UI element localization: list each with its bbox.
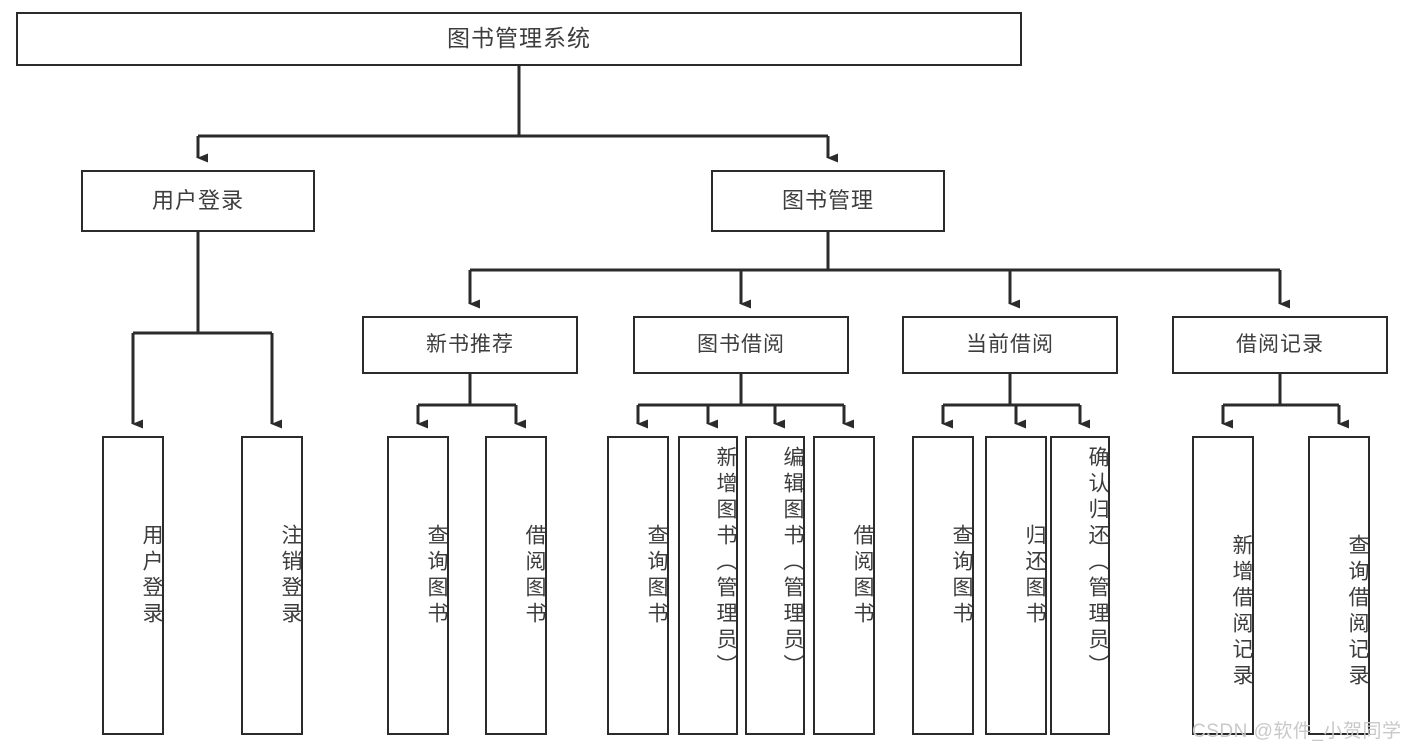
- leaf-node-leaf-user-logout[interactable]: 注销登录: [241, 436, 303, 735]
- node-label: 查询借阅记录: [1346, 534, 1369, 690]
- leaf-node-leaf-confirm-return[interactable]: 确认归还（管理员）: [1050, 436, 1110, 735]
- leaf-node-leaf-add-record[interactable]: 新增借阅记录: [1192, 436, 1254, 735]
- node-label: 新书推荐: [426, 332, 514, 356]
- node-label: 新增图书（管理员）: [714, 446, 737, 680]
- node-borrow-record[interactable]: 借阅记录: [1172, 316, 1388, 374]
- node-current-borrow[interactable]: 当前借阅: [902, 316, 1118, 374]
- node-root[interactable]: 图书管理系统: [16, 12, 1022, 66]
- node-label: 借阅图书: [851, 524, 874, 628]
- leaf-node-leaf-query-record[interactable]: 查询借阅记录: [1308, 436, 1370, 735]
- node-label: 用户登录: [140, 524, 163, 628]
- leaf-node-leaf-user-login[interactable]: 用户登录: [102, 436, 164, 735]
- leaf-node-leaf-add-book[interactable]: 新增图书（管理员）: [678, 436, 738, 735]
- leaf-node-leaf-query-book-1[interactable]: 查询图书: [387, 436, 449, 735]
- node-label: 借阅图书: [523, 524, 546, 628]
- leaf-node-leaf-return-book[interactable]: 归还图书: [985, 436, 1047, 735]
- node-label: 查询图书: [425, 524, 448, 628]
- leaf-node-leaf-borrow-book-1[interactable]: 借阅图书: [485, 436, 547, 735]
- node-label: 查询图书: [950, 524, 973, 628]
- leaf-node-leaf-edit-book[interactable]: 编辑图书（管理员）: [745, 436, 805, 735]
- node-label: 用户登录: [151, 188, 244, 214]
- node-label: 图书借阅: [697, 332, 785, 356]
- node-label: 当前借阅: [966, 332, 1054, 356]
- node-label: 查询图书: [645, 524, 668, 628]
- node-label: 编辑图书（管理员）: [781, 446, 804, 680]
- leaf-node-leaf-query-book-3[interactable]: 查询图书: [912, 436, 974, 735]
- node-new-book-rec[interactable]: 新书推荐: [362, 316, 578, 374]
- csdn-watermark: CSDN @软件_小贺同学: [1192, 721, 1402, 742]
- node-label: 借阅记录: [1236, 332, 1324, 356]
- leaf-node-leaf-query-book-2[interactable]: 查询图书: [607, 436, 669, 735]
- node-label: 新增借阅记录: [1230, 534, 1253, 690]
- node-label: 图书管理系统: [447, 25, 591, 52]
- node-label: 注销登录: [279, 524, 302, 628]
- node-user-login[interactable]: 用户登录: [81, 170, 315, 232]
- node-label: 确认归还（管理员）: [1086, 446, 1109, 680]
- node-book-manage[interactable]: 图书管理: [711, 170, 945, 232]
- leaf-node-leaf-borrow-book-2[interactable]: 借阅图书: [813, 436, 875, 735]
- node-book-borrow[interactable]: 图书借阅: [633, 316, 849, 374]
- node-label: 图书管理: [781, 188, 874, 214]
- node-label: 归还图书: [1023, 524, 1046, 628]
